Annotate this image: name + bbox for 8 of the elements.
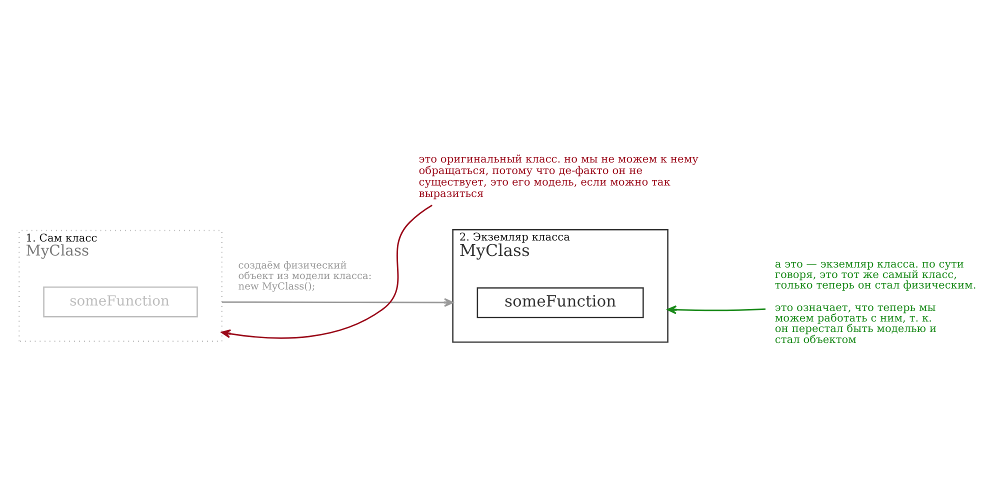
arrow [221, 204, 432, 339]
node-text: это оригинальный класс. но мы не можем к нему обращаться, потому что де-факто он не существует, это его модель, если можно так выразиться [418, 152, 698, 200]
arrow [222, 298, 454, 307]
edge-label: создаём физический объект из модели класса: new MyClass(); [238, 260, 372, 293]
node-box: someFunction [43, 286, 198, 318]
node-text: а это — экземляр класса. по сути говоря, это тот же самый класс, только теперь он стал физическим. это означает, что теперь мы можем работать с ним, т. к. он перестал быть моделью и стал объектом [774, 257, 976, 346]
node-box: someFunction [476, 287, 644, 318]
arrow [667, 305, 766, 314]
